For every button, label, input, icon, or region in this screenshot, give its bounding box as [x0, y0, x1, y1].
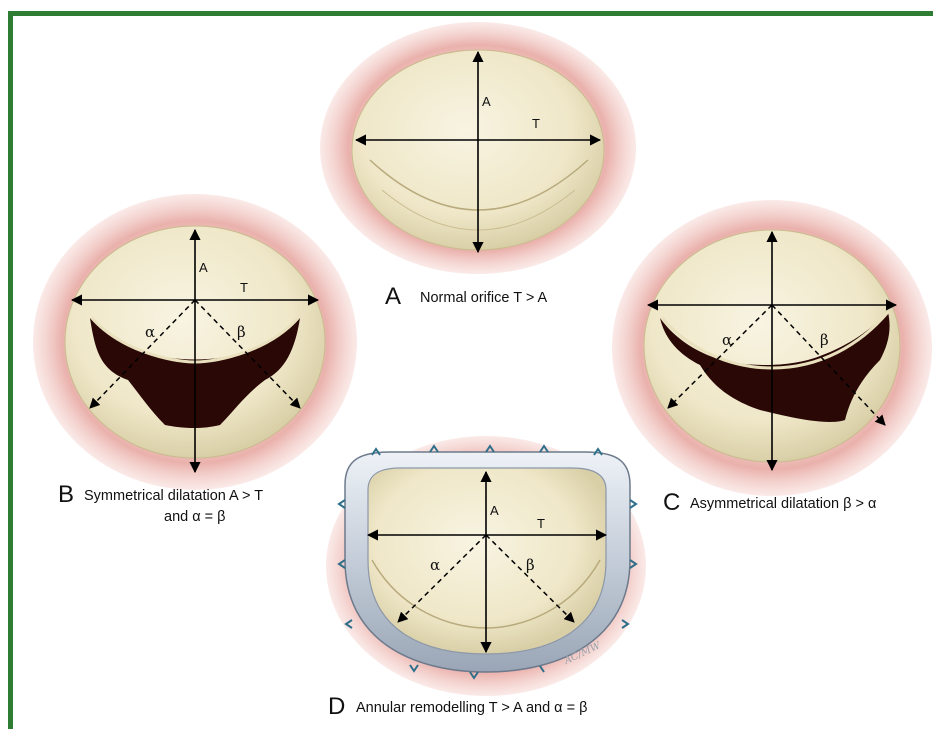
- panel-a-letter: A: [385, 283, 401, 310]
- panel-c-label-beta: β: [820, 331, 829, 349]
- panel-b-label-t: T: [240, 280, 248, 295]
- panel-a-caption: Normal orifice T > A: [420, 290, 548, 306]
- panel-d: A T α β AC/MW D Annular remodelling T > …: [326, 436, 646, 720]
- panel-d-label-beta: β: [526, 556, 535, 574]
- panel-d-label-alpha: α: [430, 556, 440, 574]
- panel-b-label-a: A: [199, 260, 208, 275]
- panel-b-label-alpha: α: [145, 323, 155, 341]
- panel-c-caption: Asymmetrical dilatation β > α: [690, 496, 876, 512]
- panel-b-label-beta: β: [237, 323, 246, 341]
- panel-c-letter: C: [663, 489, 680, 516]
- panel-a-label-a: A: [482, 94, 491, 109]
- panel-d-label-t: T: [537, 516, 545, 531]
- panel-d-letter: D: [328, 693, 345, 720]
- panel-d-leaflets: [368, 468, 606, 654]
- panel-b: A T α β B Symmetrical dilatation A > T a…: [33, 194, 357, 525]
- panel-a-label-t: T: [532, 116, 540, 131]
- panel-a: A T A Normal orifice T > A: [320, 22, 636, 310]
- panel-b-caption-line1: Symmetrical dilatation A > T: [84, 488, 263, 504]
- panel-b-letter: B: [58, 481, 74, 508]
- panel-d-label-a: A: [490, 503, 499, 518]
- panel-d-caption: Annular remodelling T > A and α = β: [356, 700, 587, 716]
- panel-c-label-alpha: α: [722, 331, 732, 349]
- panel-b-caption-line2: and α = β: [164, 509, 225, 525]
- panel-c: α β C Asymmetrical dilatation β > α: [612, 200, 932, 516]
